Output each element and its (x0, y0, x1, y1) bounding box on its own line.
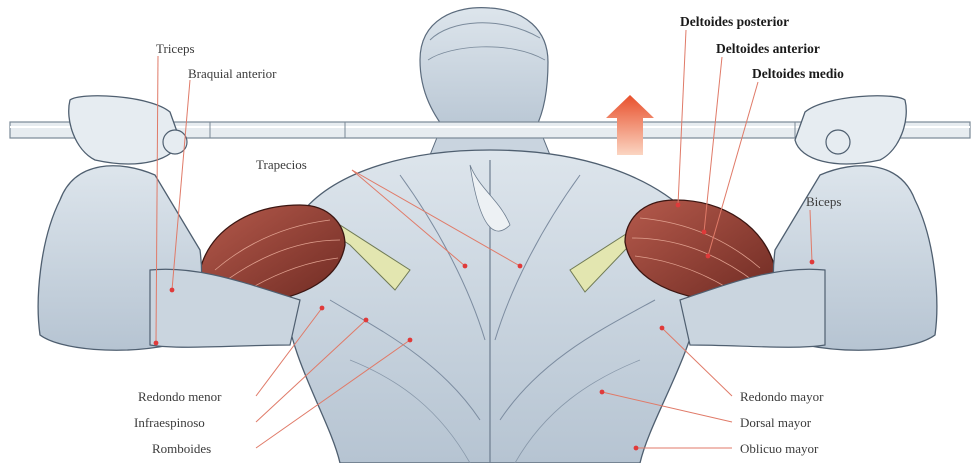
label-dorsal-mayor: Dorsal mayor (740, 415, 811, 430)
torso (285, 150, 700, 463)
label-romboides: Romboides (152, 441, 211, 456)
label-redondo-mayor: Redondo mayor (740, 389, 823, 404)
label-oblicuo-mayor: Oblicuo mayor (740, 441, 818, 456)
label-deltoides-posterior: Deltoides posterior (680, 14, 789, 29)
label-deltoides-anterior: Deltoides anterior (716, 41, 820, 56)
label-braquial-anterior: Braquial anterior (188, 66, 276, 81)
label-biceps: Biceps (806, 194, 841, 209)
label-redondo-menor: Redondo menor (138, 389, 221, 404)
label-trapecios: Trapecios (256, 157, 307, 172)
label-triceps: Triceps (156, 41, 195, 56)
label-infraespinoso: Infraespinoso (134, 415, 205, 430)
label-deltoides-medio: Deltoides medio (752, 66, 844, 81)
